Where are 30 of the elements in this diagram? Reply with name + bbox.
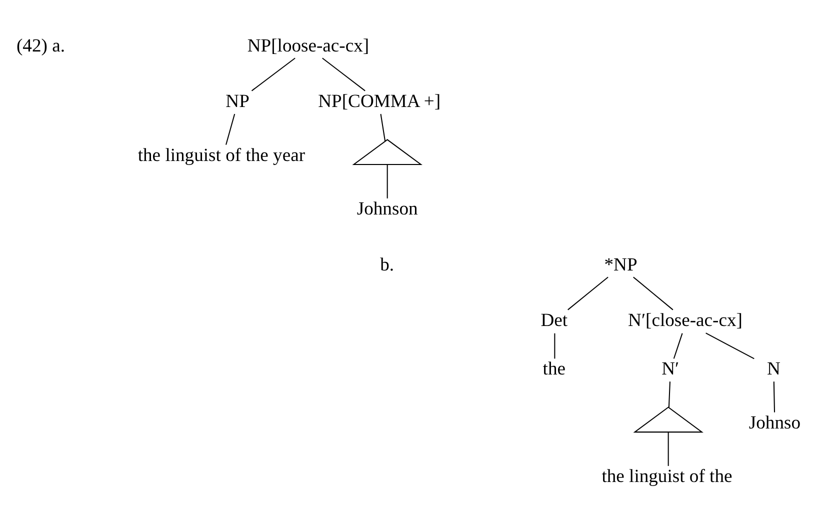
node-text: NP[COMMA +] (318, 90, 440, 112)
node-text: N′[close-ac-cx] (628, 310, 742, 331)
node-text: *NP (604, 254, 637, 275)
connector (672, 332, 682, 358)
node-triangle (352, 138, 422, 165)
node-text: N′ (661, 358, 679, 380)
node-text: Johnso (748, 412, 800, 433)
node-text: NP (225, 90, 249, 112)
connector (225, 113, 235, 144)
node-text: the linguist of the year (137, 144, 305, 166)
node-triangle (632, 406, 703, 432)
label: (42) a. (16, 34, 64, 56)
connector (632, 276, 673, 310)
node-text: N (766, 358, 780, 380)
node-text: the (542, 358, 566, 380)
connector (322, 57, 365, 91)
connector (668, 381, 670, 407)
label: b. (380, 254, 394, 275)
connector (380, 113, 386, 141)
node-text: the linguist of the (601, 466, 732, 487)
connector (386, 164, 388, 198)
connector (705, 332, 754, 359)
connector (554, 332, 555, 358)
node-text: NP[loose-ac-cx] (246, 34, 369, 56)
connector (667, 432, 668, 466)
connector (772, 381, 775, 412)
connector (567, 276, 608, 310)
node-text: Det (540, 310, 568, 331)
connector (250, 57, 295, 91)
node-text: Johnson (356, 198, 418, 219)
